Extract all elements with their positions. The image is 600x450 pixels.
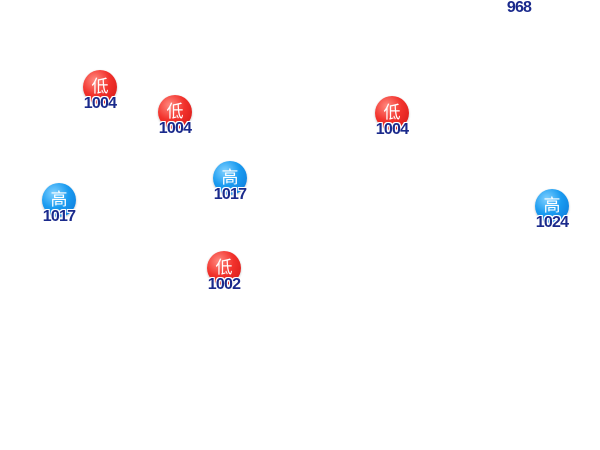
pressure-type-label: 低 <box>166 101 184 122</box>
pressure-marker-high[interactable]: 高 1024 <box>527 189 577 239</box>
pressure-value: 1017 <box>213 186 247 203</box>
pressure-marker-high[interactable]: 高 1017 <box>205 161 255 211</box>
pressure-marker-low[interactable]: 低 1004 <box>367 96 417 146</box>
pressure-value: 968 <box>506 0 532 16</box>
low-pressure-icon: 低 <box>83 70 117 104</box>
pressure-type-label: 低 <box>383 102 401 123</box>
pressure-value: 1017 <box>42 208 76 225</box>
pressure-value: 1004 <box>375 121 409 138</box>
pressure-marker-low[interactable]: 低 1004 <box>150 95 200 145</box>
pressure-value: 1004 <box>83 95 117 112</box>
pressure-marker-low[interactable]: 低 1002 <box>199 251 249 301</box>
pressure-type-label: 低 <box>215 257 233 278</box>
pressure-marker-low[interactable]: 低 1004 <box>75 70 125 120</box>
pressure-type-label: 高 <box>50 189 68 210</box>
high-pressure-icon: 高 <box>535 189 569 223</box>
pressure-type-label: 低 <box>91 76 109 97</box>
low-pressure-icon: 低 <box>207 251 241 285</box>
low-pressure-icon: 低 <box>375 96 409 130</box>
pressure-value: 1004 <box>158 120 192 137</box>
pressure-type-label: 高 <box>543 195 561 216</box>
pressure-value: 1002 <box>207 276 241 293</box>
pressure-marker-high[interactable]: 968 <box>494 0 544 24</box>
pressure-type-label: 高 <box>221 167 239 188</box>
pressure-marker-high[interactable]: 高 1017 <box>34 183 84 233</box>
high-pressure-icon: 高 <box>42 183 76 217</box>
high-pressure-icon: 高 <box>213 161 247 195</box>
pressure-value: 1024 <box>535 214 569 231</box>
low-pressure-icon: 低 <box>158 95 192 129</box>
